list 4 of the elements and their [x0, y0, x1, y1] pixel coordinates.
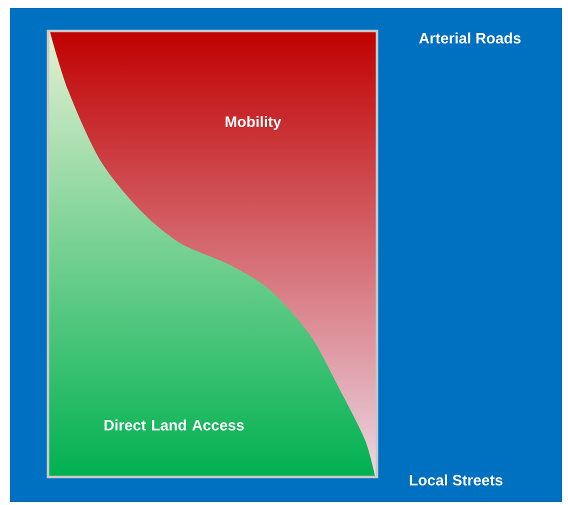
label-text: Local Streets: [410, 474, 502, 486]
region-label: Direct Land Access: [104, 419, 244, 430]
label-text: Arterial Roads: [419, 32, 521, 44]
region-label: Mobility: [226, 116, 282, 130]
